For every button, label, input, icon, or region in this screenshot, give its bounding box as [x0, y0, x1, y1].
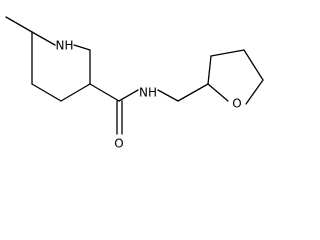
- ring-oxygen-label: O: [232, 97, 241, 111]
- piperidine-ring: [31, 31, 91, 102]
- tetrahydrofuran-ring: [207, 49, 264, 105]
- methylene-linker: [157, 83, 209, 102]
- methyl-bond: [5, 16, 33, 33]
- carboxamide-group: [89, 83, 139, 135]
- piperidine-nh-label: NH: [56, 39, 74, 53]
- carbonyl-oxygen-label: O: [114, 137, 123, 151]
- chemical-structure-diagram: NH NH O O: [5, 16, 264, 151]
- amide-nh-label: NH: [139, 86, 157, 100]
